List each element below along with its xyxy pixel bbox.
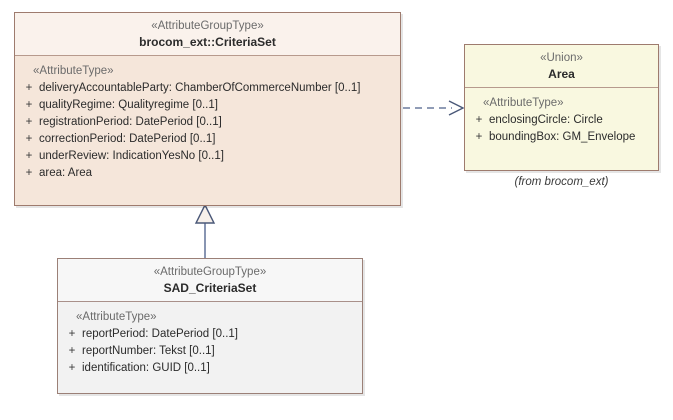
class-stereotype: «AttributeGroupType» <box>153 266 267 278</box>
attribute-visibility: + <box>25 99 33 111</box>
dependency-connector-criteriaset-to-area <box>403 100 465 116</box>
class-box-area[interactable]: «Union» Area «AttributeType» + enclosing… <box>464 44 659 171</box>
attribute-group-stereotype: «AttributeType» <box>483 97 564 109</box>
attribute-visibility: + <box>68 345 76 357</box>
class-name: Area <box>548 67 575 81</box>
attribute-row: + area: Area <box>19 165 396 182</box>
attribute-visibility: + <box>25 133 33 145</box>
area-package-label: (from brocom_ext) <box>514 176 609 188</box>
class-name: brocom_ext::CriteriaSet <box>139 35 276 49</box>
generalization-connector-sad-to-criteriaset <box>194 203 216 258</box>
class-body-sad-criteriaset: «AttributeType» + reportPeriod: DatePeri… <box>58 302 362 383</box>
attribute-row: + deliveryAccountableParty: ChamberOfCom… <box>19 80 396 97</box>
attribute-visibility: + <box>25 167 33 179</box>
attribute-visibility: + <box>475 114 483 126</box>
attribute-row: + identification: GUID [0..1] <box>62 360 358 377</box>
class-name: SAD_CriteriaSet <box>163 281 257 295</box>
attribute-signature: deliveryAccountableParty: ChamberOfComme… <box>39 82 361 94</box>
attribute-signature: reportNumber: Tekst [0..1] <box>82 345 215 357</box>
class-stereotype: «AttributeGroupType» <box>151 20 264 32</box>
attribute-signature: identification: GUID [0..1] <box>82 362 210 374</box>
class-header-criteriaset: «AttributeGroupType» brocom_ext::Criteri… <box>15 13 400 56</box>
attribute-visibility: + <box>25 116 33 128</box>
attribute-visibility: + <box>68 362 76 374</box>
attribute-visibility: + <box>475 131 483 143</box>
attribute-signature: reportPeriod: DatePeriod [0..1] <box>82 328 238 340</box>
attribute-signature: correctionPeriod: DatePeriod [0..1] <box>39 133 216 145</box>
attribute-visibility: + <box>68 328 76 340</box>
attribute-visibility: + <box>25 82 33 94</box>
class-body-criteriaset: «AttributeType» + deliveryAccountablePar… <box>15 56 400 188</box>
dependency-arrowhead-icon <box>448 100 465 116</box>
attribute-row: + underReview: IndicationYesNo [0..1] <box>19 148 396 165</box>
attribute-signature: enclosingCircle: Circle <box>489 114 603 126</box>
attribute-row: + boundingBox: GM_Envelope <box>469 129 654 146</box>
attribute-signature: underReview: IndicationYesNo [0..1] <box>39 150 224 162</box>
class-header-sad-criteriaset: «AttributeGroupType» SAD_CriteriaSet <box>58 259 362 302</box>
attribute-row: + correctionPeriod: DatePeriod [0..1] <box>19 131 396 148</box>
class-box-brocom-ext-criteriaset[interactable]: «AttributeGroupType» brocom_ext::Criteri… <box>14 12 401 206</box>
class-body-area: «AttributeType» + enclosingCircle: Circl… <box>465 88 658 152</box>
attribute-group-stereotype: «AttributeType» <box>76 311 157 323</box>
attribute-row: + reportNumber: Tekst [0..1] <box>62 343 358 360</box>
attribute-group-stereotype: «AttributeType» <box>33 65 114 77</box>
generalization-triangle-icon <box>194 203 216 224</box>
attribute-signature: area: Area <box>39 167 93 179</box>
class-stereotype: «Union» <box>540 52 583 64</box>
attribute-row: + registrationPeriod: DatePeriod [0..1] <box>19 114 396 131</box>
attribute-signature: boundingBox: GM_Envelope <box>489 131 636 143</box>
attribute-row: + qualityRegime: Qualityregime [0..1] <box>19 97 396 114</box>
attribute-signature: registrationPeriod: DatePeriod [0..1] <box>39 116 222 128</box>
attribute-row: + reportPeriod: DatePeriod [0..1] <box>62 326 358 343</box>
attribute-visibility: + <box>25 150 33 162</box>
class-header-area: «Union» Area <box>465 45 658 88</box>
class-box-sad-criteriaset[interactable]: «AttributeGroupType» SAD_CriteriaSet «At… <box>57 258 363 394</box>
attribute-signature: qualityRegime: Qualityregime [0..1] <box>39 99 218 111</box>
attribute-row: + enclosingCircle: Circle <box>469 112 654 129</box>
